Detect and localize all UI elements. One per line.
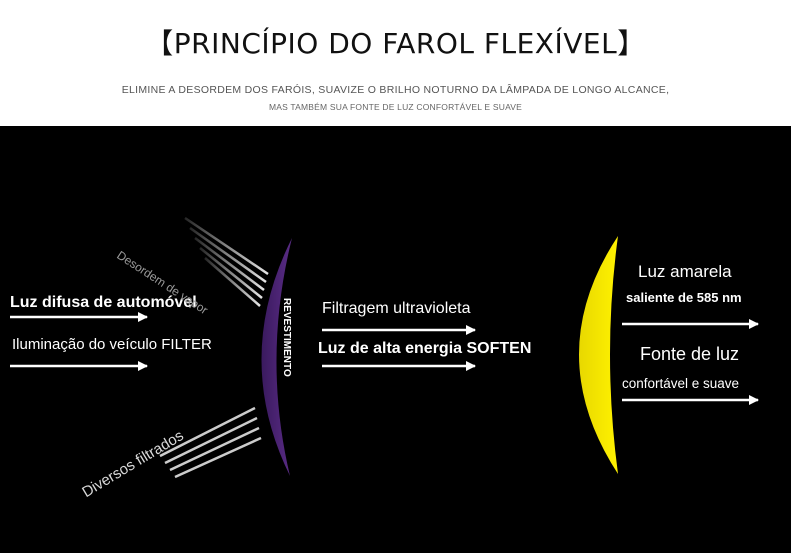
coating-lens bbox=[261, 238, 292, 476]
subtitle-line-2: MAS TAMBÉM SUA FONTE DE LUZ CONFORTÁVEL … bbox=[268, 102, 523, 112]
coating-label: REVESTIMENTO bbox=[281, 298, 292, 377]
diagram-panel: Luz difusa de automóvel Iluminação do ve… bbox=[0, 126, 791, 553]
diagram-graphics bbox=[10, 216, 759, 479]
middle-label-2: Luz de alta energia SOFTEN bbox=[318, 340, 532, 357]
reflected-rays bbox=[184, 216, 269, 307]
page-title: 【PRINCÍPIO DO FAROL FLEXÍVEL】 bbox=[145, 27, 646, 60]
output-label-2-line1: Fonte de luz bbox=[640, 344, 740, 364]
filtered-rays bbox=[159, 406, 262, 479]
yellow-lens bbox=[579, 236, 618, 474]
subtitle-line-1: ELIMINE A DESORDEM DOS FARÓIS, SUAVIZE O… bbox=[121, 84, 670, 96]
output-label-1-line1: Luz amarela bbox=[638, 262, 732, 281]
input-label-1: Luz difusa de automóvel bbox=[10, 294, 197, 311]
header: 【PRINCÍPIO DO FAROL FLEXÍVEL】 ELIMINE A … bbox=[0, 0, 791, 126]
output-label-2-line2: confortável e suave bbox=[622, 376, 740, 391]
input-label-2: Iluminação do veículo FILTER bbox=[12, 336, 212, 353]
output-label-1-line2: saliente de 585 nm bbox=[626, 290, 742, 305]
middle-label-1: Filtragem ultravioleta bbox=[322, 300, 471, 317]
